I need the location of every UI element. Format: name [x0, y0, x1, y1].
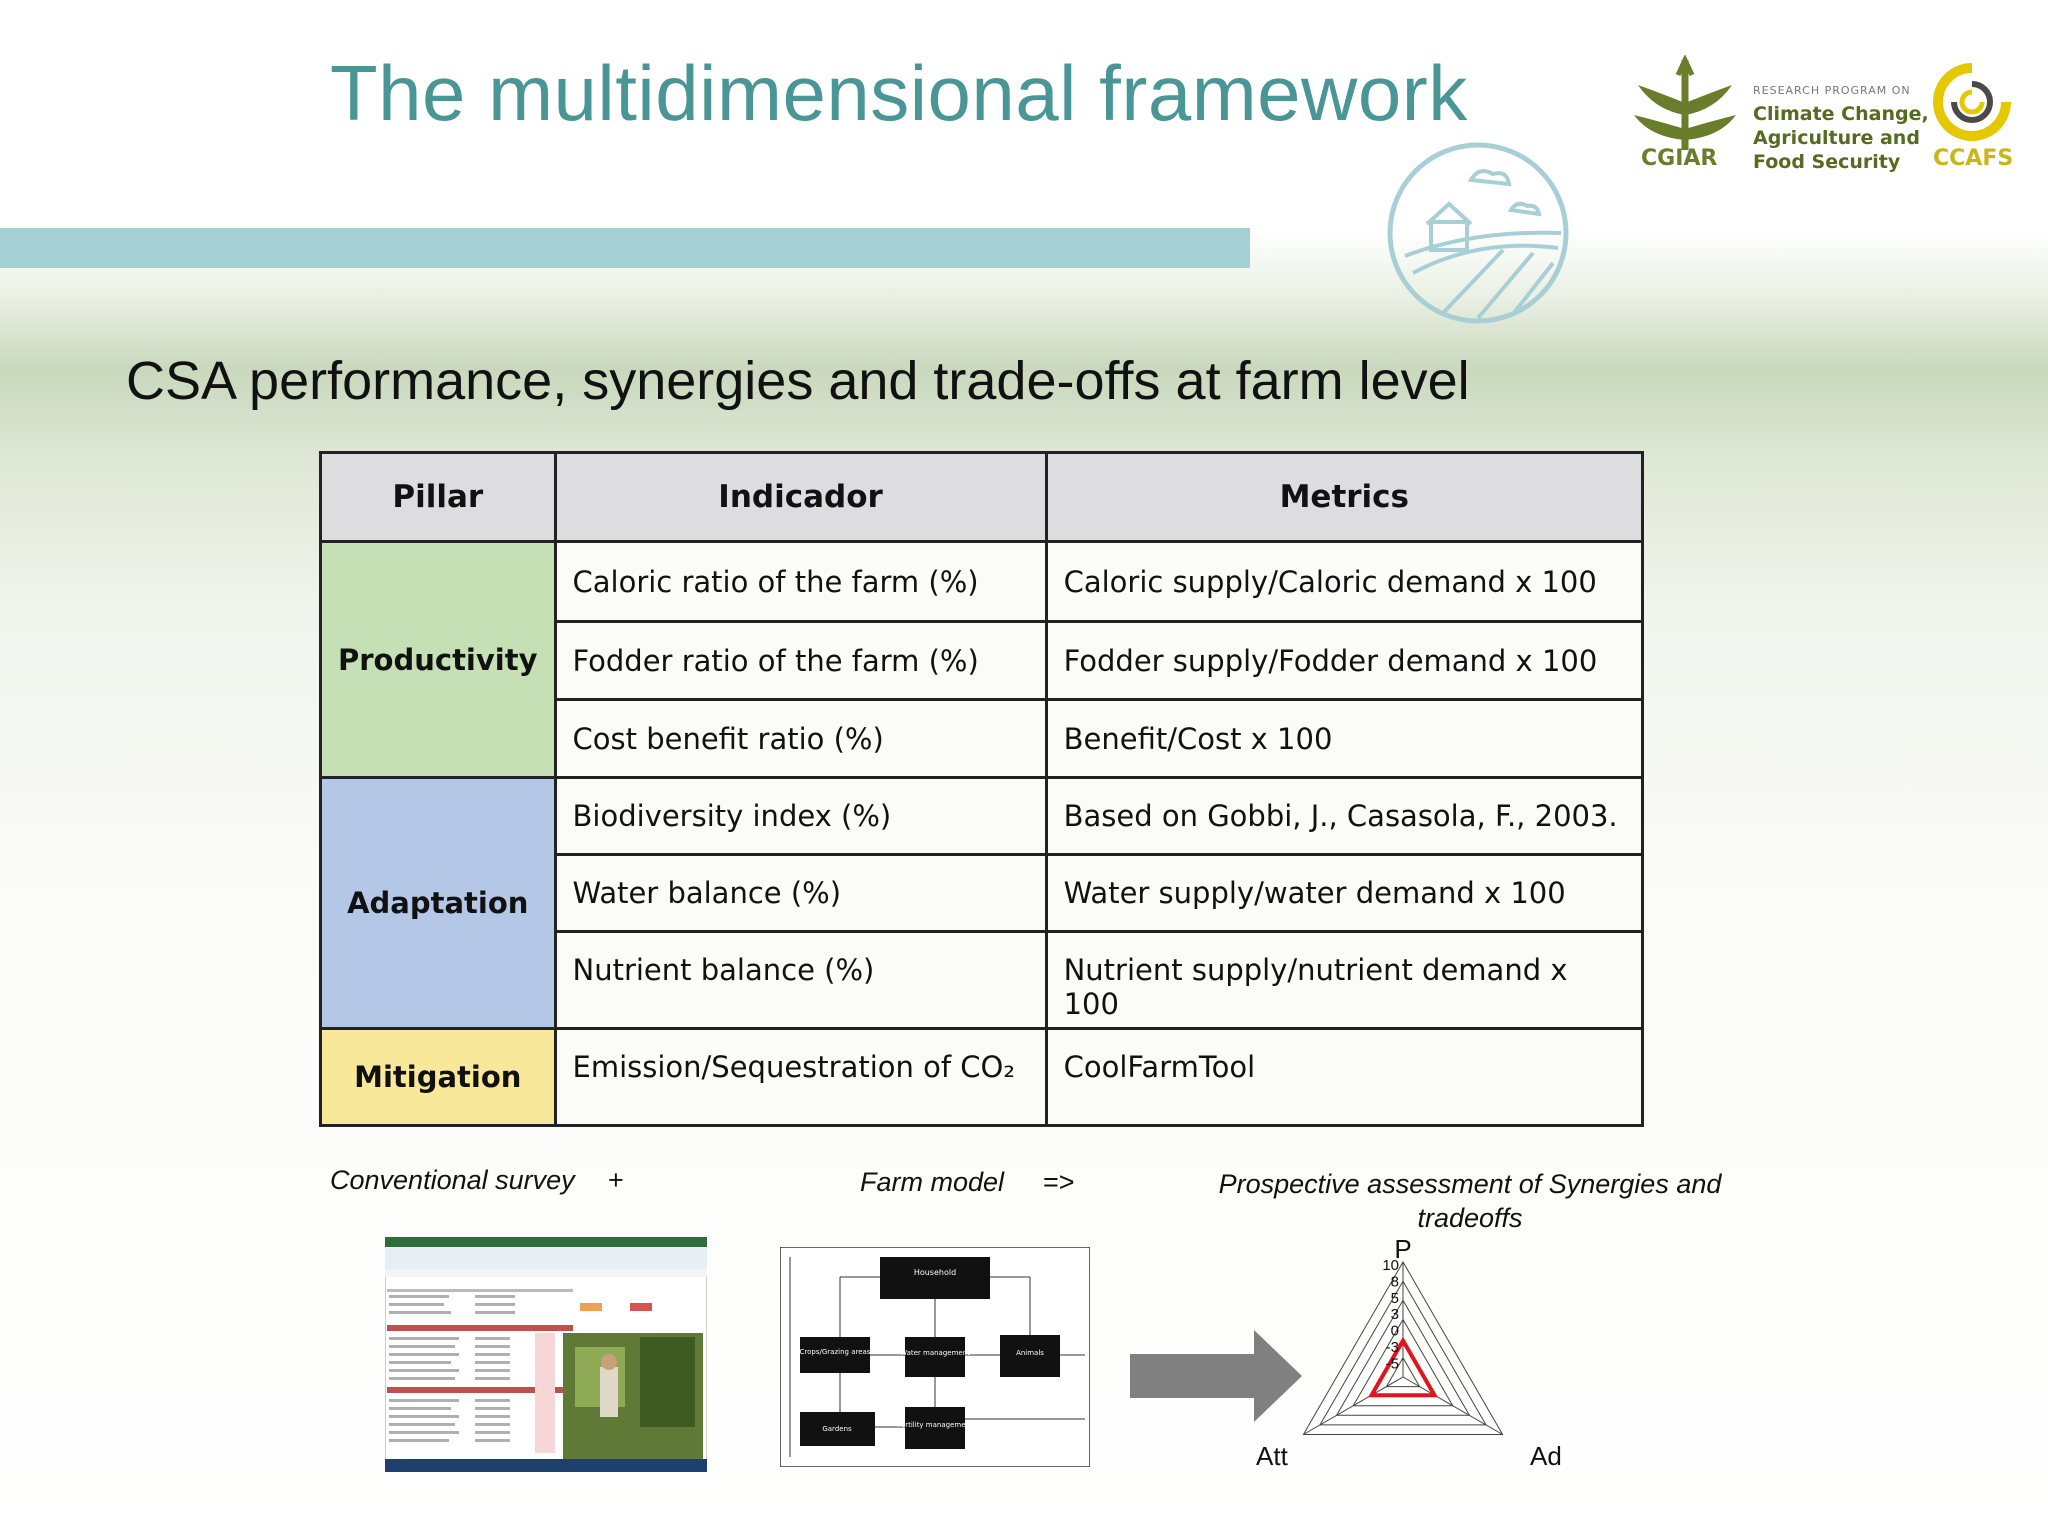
radar-tick-label: -5 — [1386, 1355, 1399, 1372]
radar-spoke — [1402, 1376, 1503, 1435]
radar-tick-label: 0 — [1391, 1323, 1399, 1340]
radar-ring — [1385, 1356, 1421, 1388]
radar-ring — [1335, 1299, 1471, 1416]
slide-title: The multidimensional framework — [330, 49, 1468, 137]
indicator-cell: Fodder ratio of the farm (%) — [553, 620, 1048, 701]
ccafs-wordmark: CCAFS — [1933, 146, 2014, 171]
model-water: Water management — [900, 1349, 970, 1357]
pillar-adaptation: Adaptation — [319, 776, 557, 1030]
radar-axis-ad: Ad — [1530, 1441, 1562, 1470]
model-gardens: Gardens — [822, 1425, 852, 1433]
caption-survey: Conventional survey — [330, 1165, 575, 1195]
table-header-row: Pillar Indicador Metrics — [319, 451, 1645, 543]
radar-tick-label: 8 — [1391, 1273, 1399, 1290]
pillar-productivity: Productivity — [319, 540, 557, 779]
model-animals: Animals — [1016, 1349, 1044, 1357]
metric-cell: Based on Gobbi, J., Casasola, F., 2003. — [1044, 776, 1645, 856]
slide-subtitle: CSA performance, synergies and trade-off… — [126, 351, 1470, 411]
radar-ring — [1319, 1280, 1487, 1426]
table-row: Mitigation Emission/Sequestration of CO₂… — [319, 1027, 1645, 1127]
radar-tick-label: -3 — [1386, 1339, 1399, 1356]
table-row: Nutrient balance (%) Nutrient supply/nut… — [321, 930, 1645, 1030]
csa-framework-table: Pillar Indicador Metrics Productivity Ca… — [319, 451, 1645, 1127]
metric-cell: Fodder supply/Fodder demand x 100 — [1044, 620, 1645, 701]
caption-plus: + — [608, 1165, 624, 1195]
radar-grid — [1302, 1261, 1504, 1435]
table-row: Cost benefit ratio (%) Benefit/Cost x 10… — [321, 698, 1645, 779]
caption-arrow: => — [1043, 1167, 1075, 1197]
metric-cell: Caloric supply/Caloric demand x 100 — [1044, 540, 1645, 623]
radar-spoke — [1303, 1376, 1404, 1435]
research-program-label: RESEARCH PROGRAM ON — [1753, 84, 1911, 97]
indicator-cell: Cost benefit ratio (%) — [553, 698, 1048, 779]
radar-tick-label: 5 — [1391, 1290, 1399, 1307]
model-crops: Crops/Grazing areas — [800, 1348, 871, 1356]
program-line-2: Agriculture and — [1753, 127, 1920, 149]
title-accent-band — [0, 228, 1250, 268]
metric-cell: Nutrient supply/nutrient demand x 100 — [1044, 930, 1645, 1030]
program-line-1: Climate Change, — [1753, 103, 1929, 125]
caption-assessment-line-1: Prospective assessment of Synergies and — [1218, 1169, 1722, 1199]
radar-ring — [1352, 1318, 1454, 1407]
header-indicator: Indicador — [553, 451, 1048, 543]
caption-assessment: Prospective assessment of Synergies and … — [1180, 1167, 1760, 1235]
program-line-3: Food Security — [1753, 151, 1901, 173]
header-pillar: Pillar — [319, 451, 557, 543]
indicator-cell: Emission/Sequestration of CO₂ — [553, 1027, 1048, 1127]
indicator-cell: Water balance (%) — [553, 853, 1048, 933]
indicator-cell: Nutrient balance (%) — [553, 930, 1048, 1030]
caption-assessment-line-2: tradeoffs — [1417, 1203, 1523, 1233]
caption-model: Farm model — [860, 1167, 1005, 1197]
farm-model-diagram: Household Crops/Grazing areas Water mana… — [780, 1247, 1090, 1467]
indicator-cell: Caloric ratio of the farm (%) — [553, 540, 1048, 623]
radar-axis-p: P — [1394, 1234, 1411, 1264]
indicator-cell: Biodiversity index (%) — [553, 776, 1048, 856]
radar-series — [1368, 1336, 1438, 1398]
model-fertility: Fertility management — [897, 1421, 973, 1429]
radar-ring — [1302, 1261, 1504, 1435]
process-arrow-icon — [1130, 1330, 1302, 1422]
radar-axis-att: Att — [1256, 1441, 1289, 1470]
model-household: Household — [914, 1268, 956, 1277]
table-row: Fodder ratio of the farm (%) Fodder supp… — [321, 620, 1645, 701]
radar-tick-label: 3 — [1391, 1306, 1399, 1323]
metric-cell: CoolFarmTool — [1044, 1027, 1645, 1127]
table-row: Water balance (%) Water supply/water dem… — [321, 853, 1645, 933]
pillar-mitigation: Mitigation — [319, 1027, 557, 1127]
table-row: Adaptation Biodiversity index (%) Based … — [319, 776, 1645, 1030]
metric-cell: Benefit/Cost x 100 — [1044, 698, 1645, 779]
cgiar-wordmark: CGIAR — [1641, 146, 1718, 171]
metric-cell: Water supply/water demand x 100 — [1044, 853, 1645, 933]
header-metrics: Metrics — [1044, 451, 1645, 543]
spreadsheet-screenshot-thumbnail — [385, 1237, 707, 1472]
cgiar-plant-logo — [1634, 55, 1736, 150]
radar-tick-label: 10 — [1382, 1257, 1399, 1274]
farm-circle-logo — [1387, 142, 1569, 324]
table-row: Productivity Caloric ratio of the farm (… — [319, 540, 1645, 779]
program-name: Climate Change, Agriculture and Food Sec… — [1753, 102, 1929, 174]
ccafs-swirl-logo — [1933, 63, 2011, 141]
